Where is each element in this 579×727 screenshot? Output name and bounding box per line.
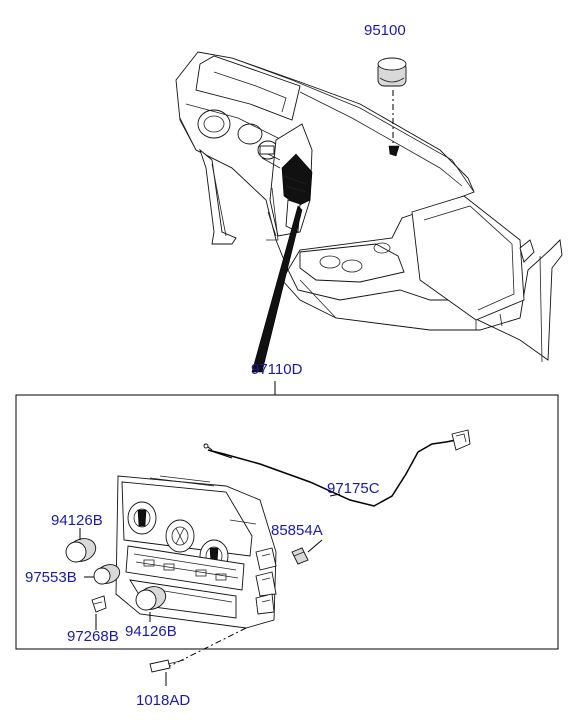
dashboard-illustration (175, 51, 563, 373)
part-label-97553B: 97553B (25, 569, 77, 586)
part-85854A-clip (291, 547, 309, 565)
part-97268B-cap (91, 595, 107, 613)
part-label-94126B-upper: 94126B (51, 512, 103, 529)
part-label-1018AD: 1018AD (136, 692, 190, 709)
part-97553B-knob (93, 564, 121, 585)
part-97175C-cable (203, 429, 471, 507)
part-label-95100: 95100 (364, 22, 406, 39)
part-label-94126B-lower: 94126B (125, 623, 177, 640)
detail-frame (15, 394, 559, 650)
part-label-97110D: 97110D (251, 361, 303, 378)
part-1018AD-screw (149, 659, 185, 673)
part-label-85854A: 85854A (271, 522, 323, 539)
part-94126B-knob-upper (65, 538, 97, 563)
leader-line-85854A (307, 539, 323, 553)
dash-line-1018AD (169, 627, 247, 667)
part-95100-sensor (377, 57, 407, 157)
part-94126B-knob-lower (135, 586, 167, 611)
part-label-97175C: 97175C (327, 480, 380, 497)
leader-line-97175C (329, 493, 341, 497)
part-label-97268B: 97268B (67, 628, 119, 645)
